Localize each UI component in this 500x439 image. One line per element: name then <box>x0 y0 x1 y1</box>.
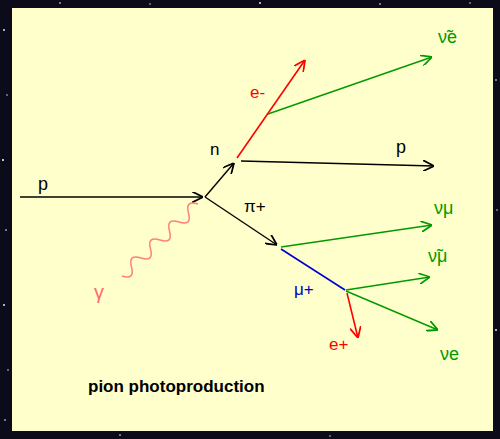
particle-label: n <box>210 141 219 158</box>
particle-label: γ <box>94 282 104 302</box>
positron-track <box>347 293 358 338</box>
neutrino-track <box>346 291 438 330</box>
particle-label: νe <box>440 345 459 363</box>
electron-track <box>237 60 305 158</box>
caption-text: pion photoproduction <box>88 378 265 395</box>
photon-wave <box>122 203 198 277</box>
neutrino-track <box>281 225 432 247</box>
particle-label: π+ <box>244 198 266 215</box>
label-anchor: ν̃μ <box>428 247 447 266</box>
label-anchor: p <box>38 175 48 194</box>
panel <box>12 8 493 431</box>
particle-label: μ+ <box>294 281 314 298</box>
particle-label: e+ <box>329 336 348 353</box>
label-anchor: νμ <box>434 199 453 218</box>
pion-track <box>205 197 277 245</box>
label-anchor: p <box>396 138 406 157</box>
antineutrino-track <box>346 277 430 290</box>
proton-track <box>20 196 203 197</box>
label-anchor: π+ <box>244 198 266 216</box>
label-anchor: μ+ <box>294 281 314 299</box>
label-anchor: νe <box>440 345 459 364</box>
label-anchor: e+ <box>329 336 348 354</box>
particle-label: νμ <box>434 199 453 217</box>
proton-track <box>241 161 434 166</box>
particle-label: ν̃e <box>438 28 457 46</box>
caption-anchor: pion photoproduction <box>88 378 265 396</box>
label-anchor: γ <box>94 282 104 303</box>
particle-label: p <box>38 175 48 193</box>
particle-label: e- <box>250 84 265 101</box>
particle-label: p <box>396 138 406 156</box>
label-anchor: e- <box>250 84 265 102</box>
label-anchor: n <box>210 141 219 159</box>
antineutrino-track <box>268 57 432 114</box>
label-anchor: ν̃e <box>438 28 457 47</box>
particle-label: ν̃μ <box>428 247 447 265</box>
neutron-track <box>205 163 234 197</box>
